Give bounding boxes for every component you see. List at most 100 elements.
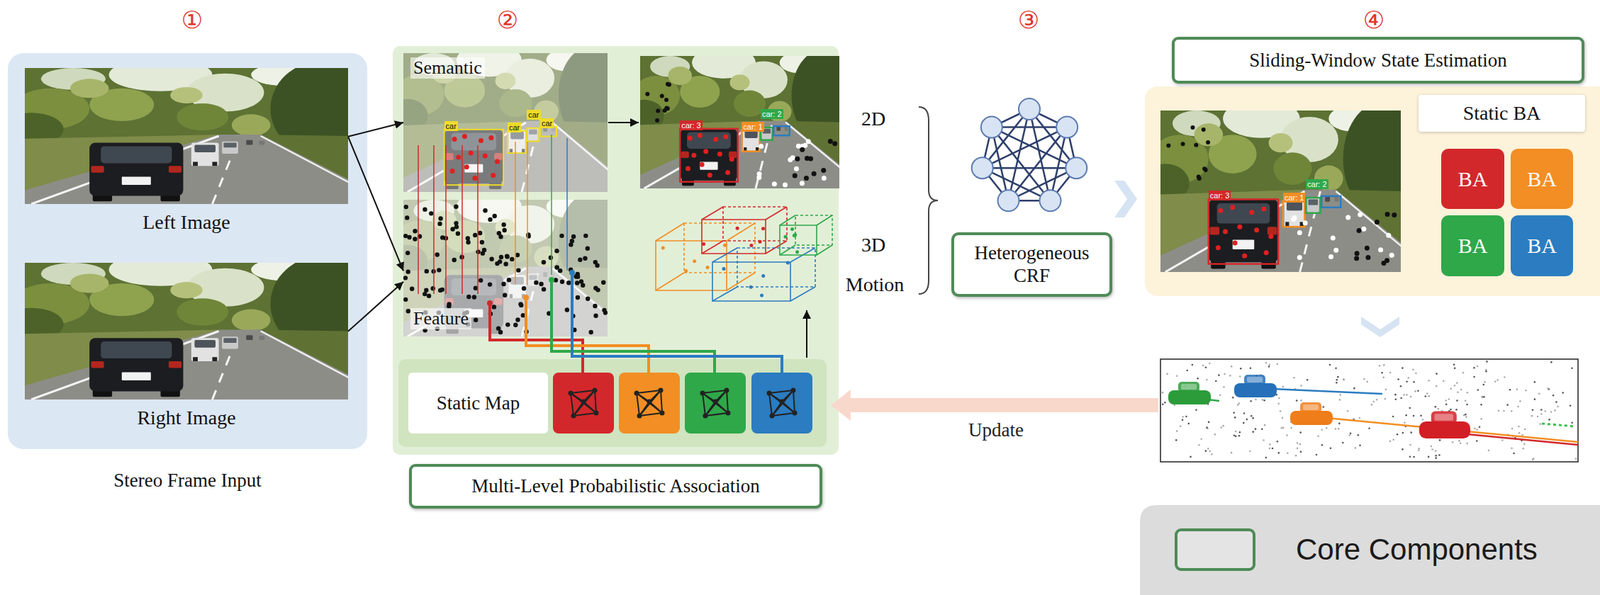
trajectory-map xyxy=(1456,391,1459,394)
road-photo xyxy=(541,260,546,265)
road-photo xyxy=(472,233,478,238)
road-photo xyxy=(533,280,539,285)
core-component-box-text: Heterogeneous CRF xyxy=(966,242,1098,287)
road-photo xyxy=(194,144,216,153)
trajectory-map xyxy=(1279,410,1282,413)
trajectory-map xyxy=(1263,399,1266,402)
trajectory-map xyxy=(1485,360,1488,363)
road-photo xyxy=(405,269,410,274)
trajectory-map xyxy=(1261,428,1264,431)
trajectory-map xyxy=(1384,398,1387,401)
object-3d-box xyxy=(655,272,685,291)
trajectory-map xyxy=(1175,439,1178,442)
trajectory-map xyxy=(1276,440,1279,444)
road-photo xyxy=(785,122,840,176)
label-holder: car: 1 xyxy=(741,119,765,133)
trajectory-map xyxy=(1230,365,1233,368)
ba-block-text: BA xyxy=(1458,167,1488,192)
ba-block-text: BA xyxy=(1458,233,1488,259)
road-photo xyxy=(100,341,172,359)
road-photo xyxy=(577,258,583,263)
trajectory-map xyxy=(1456,382,1459,385)
road-photo xyxy=(757,171,763,177)
object-map-block xyxy=(571,414,577,419)
object-tag: car: 3 xyxy=(1208,190,1232,201)
road-photo xyxy=(504,254,509,259)
trajectory-map xyxy=(1448,398,1451,401)
road-photo xyxy=(681,151,690,159)
road-photo xyxy=(482,208,488,213)
association-line xyxy=(477,145,479,295)
object-map-block xyxy=(658,388,664,394)
label-holder: car: 2 xyxy=(1305,177,1329,190)
trajectory-map xyxy=(1539,423,1542,426)
object-map-block xyxy=(792,411,798,417)
trajectory-map xyxy=(1534,381,1537,384)
road-photo xyxy=(453,204,458,209)
object-map-block xyxy=(639,413,663,417)
road-photo xyxy=(472,175,478,181)
object-3d-box xyxy=(779,245,796,256)
object-3d-box xyxy=(779,225,817,256)
road-photo xyxy=(1354,250,1360,256)
object-map-block xyxy=(573,413,597,417)
trajectory-map xyxy=(1223,373,1226,376)
trajectory-map xyxy=(1205,426,1208,429)
trajectory-map xyxy=(1473,367,1476,370)
road-photo xyxy=(691,153,697,159)
trajectory-map xyxy=(1187,423,1190,426)
road-photo xyxy=(477,231,483,236)
road-photo xyxy=(790,155,796,161)
object-3d-box xyxy=(779,215,833,256)
trajectory-map xyxy=(1434,414,1454,422)
trajectory-map xyxy=(1417,450,1420,453)
road-photo xyxy=(168,361,182,369)
trajectory-map xyxy=(1268,365,1271,368)
trajectory-map xyxy=(1419,415,1423,418)
trajectory-map xyxy=(1202,365,1205,368)
association-line xyxy=(566,138,568,271)
trajectory-map xyxy=(1220,426,1223,429)
trajectory-map xyxy=(1414,390,1417,393)
road-photo xyxy=(259,141,266,146)
road-photo xyxy=(808,155,814,161)
image-tag: Feature xyxy=(410,308,472,330)
road-photo xyxy=(1197,176,1202,181)
trajectory-map xyxy=(1405,394,1408,397)
trajectory-map xyxy=(1164,401,1167,405)
trajectory-map xyxy=(1179,426,1182,429)
trajectory-map xyxy=(1207,421,1211,424)
road-photo xyxy=(426,294,432,299)
road-photo xyxy=(223,338,237,344)
trajectory-map xyxy=(1338,423,1341,426)
trajectory-map xyxy=(1453,367,1457,371)
object-3d-box xyxy=(712,248,816,302)
object-map-block xyxy=(705,401,716,417)
ba-block-text: BA xyxy=(1526,167,1557,192)
road-photo xyxy=(526,232,531,237)
road-photo xyxy=(1160,189,1401,273)
road-photo xyxy=(518,303,524,308)
road-photo xyxy=(487,282,492,287)
trajectory-map xyxy=(1444,399,1447,402)
road-photo xyxy=(1297,255,1303,261)
object-3d-box xyxy=(749,285,753,290)
road-photo xyxy=(559,233,564,239)
core-component-title: Multi-Level Probabilistic Association xyxy=(471,475,760,498)
road-photo xyxy=(231,309,271,332)
road-photo xyxy=(707,172,713,178)
trajectory-map xyxy=(1536,416,1540,419)
trajectory-map xyxy=(1189,456,1192,459)
association-line xyxy=(526,141,529,285)
trajectory-map xyxy=(1485,369,1488,372)
road-photo xyxy=(569,238,575,244)
road-photo xyxy=(176,298,229,327)
trajectory-map xyxy=(1315,454,1318,457)
trajectory-map xyxy=(1363,378,1366,381)
ba-block: BA xyxy=(1510,215,1574,277)
label-holder: car xyxy=(444,119,458,132)
arrow-label: Update xyxy=(968,420,1024,442)
road-photo xyxy=(1217,203,1271,225)
road-photo xyxy=(728,151,737,159)
trajectory-map xyxy=(1392,438,1395,441)
